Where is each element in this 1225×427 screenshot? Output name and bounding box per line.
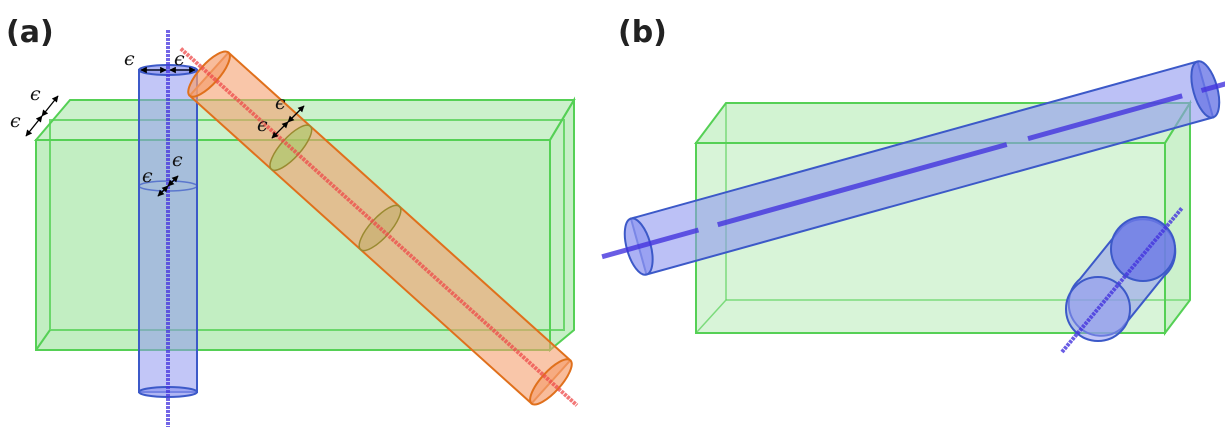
epsilon-label: ϵ [124, 48, 135, 70]
long-blue-cylinder-b [601, 60, 1225, 276]
orange-cylinder-a [179, 47, 579, 407]
epsilon-label: ϵ [275, 92, 286, 114]
short-blue-cylinder-b [1060, 206, 1184, 354]
panel-b: (b) [601, 15, 1225, 354]
epsilon-label: ϵ [30, 83, 41, 105]
epsilon-label: ϵ [142, 165, 153, 187]
blue-cylinder-a [138, 30, 198, 427]
epsilon-label: ϵ [172, 149, 183, 171]
epsilon-label: ϵ [10, 110, 21, 132]
panel-a-label: (a) [6, 15, 54, 50]
epsilon-label: ϵ [257, 114, 268, 136]
panel-a: (a) [6, 15, 579, 427]
epsilon-label: ϵ [174, 48, 185, 70]
panel-b-label: (b) [618, 15, 667, 50]
epsilon-annotations-a: ϵ ϵ ϵ ϵ ϵ ϵ ϵ ϵ [10, 48, 305, 197]
